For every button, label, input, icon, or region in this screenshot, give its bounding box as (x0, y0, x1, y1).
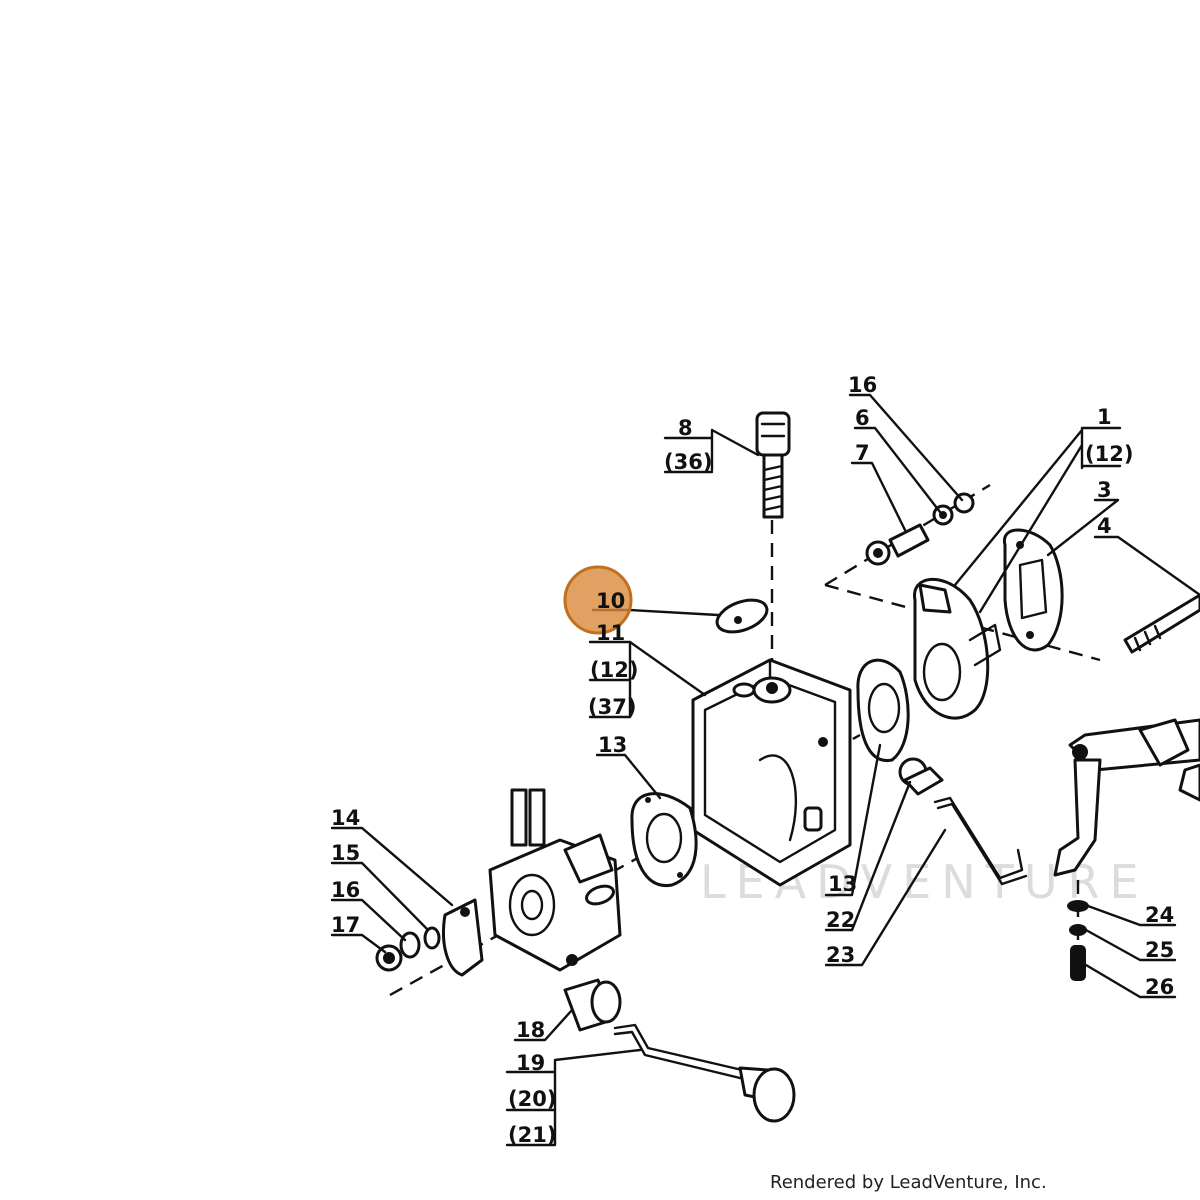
callout-8[interactable]: 8 (678, 416, 693, 440)
choke-rod-part-19[interactable] (613, 1023, 796, 1123)
callout-18[interactable]: 18 (516, 1018, 545, 1042)
callout-4[interactable]: 4 (1097, 514, 1112, 538)
throttle-rod-part-23[interactable] (933, 796, 1028, 886)
callout-6[interactable]: 6 (855, 406, 870, 430)
callout-13-right[interactable]: 13 (828, 872, 857, 896)
callout-11[interactable]: 11 (596, 621, 625, 645)
housing-part-11[interactable] (691, 658, 852, 887)
callout-11-qty-a: (12) (590, 658, 638, 682)
washer-part-10[interactable] (713, 594, 771, 638)
washer-part-15[interactable] (423, 926, 441, 950)
render-credit: Rendered by LeadVenture, Inc. (770, 1172, 1047, 1193)
callout-22[interactable]: 22 (826, 908, 855, 932)
washer-part-24[interactable] (1067, 900, 1089, 912)
manifold-part-1[interactable] (913, 577, 1002, 720)
callout-16-bottom[interactable]: 16 (331, 878, 360, 902)
washer-part-25[interactable] (1069, 924, 1087, 936)
callout-labels: 8 (36) 16 6 7 1 (12) 3 4 10 11 (12) (37)… (331, 373, 1174, 1147)
highlight-marker (563, 565, 633, 635)
lever-part-14[interactable] (442, 898, 484, 977)
callout-11-qty-b: (37) (588, 695, 636, 719)
bolt-part-8[interactable] (755, 411, 791, 519)
stud-part-4[interactable] (1123, 593, 1200, 654)
callout-8-qty: (36) (664, 450, 712, 474)
carburetor-body[interactable] (488, 788, 622, 972)
callout-7[interactable]: 7 (855, 441, 870, 465)
screw-part-26[interactable] (1070, 945, 1086, 981)
throttle-lever-assembly[interactable] (1053, 718, 1200, 877)
callout-10[interactable]: 10 (596, 589, 625, 613)
callout-16-top[interactable]: 16 (848, 373, 877, 397)
cap-part-18[interactable] (563, 978, 622, 1032)
gasket-part-13-right[interactable] (856, 658, 910, 763)
callout-24[interactable]: 24 (1145, 903, 1174, 927)
callout-14[interactable]: 14 (331, 806, 360, 830)
callout-25[interactable]: 25 (1145, 938, 1174, 962)
washer-part-16-bottom[interactable] (399, 931, 421, 959)
gasket-part-3[interactable] (1003, 528, 1064, 652)
callout-26[interactable]: 26 (1145, 975, 1174, 999)
callout-1-qty: (12) (1085, 442, 1133, 466)
callout-13-left[interactable]: 13 (598, 733, 627, 757)
callout-19-qty-a: (20) (508, 1087, 556, 1111)
fitting-part-22[interactable] (898, 757, 944, 796)
callout-19[interactable]: 19 (516, 1051, 545, 1075)
screw-part-7[interactable] (865, 523, 930, 566)
callout-19-qty-b: (21) (508, 1123, 556, 1147)
gasket-part-13-left[interactable] (630, 792, 698, 888)
callout-17[interactable]: 17 (331, 913, 360, 937)
callout-3[interactable]: 3 (1097, 478, 1112, 502)
callout-23[interactable]: 23 (826, 943, 855, 967)
callout-15[interactable]: 15 (331, 841, 360, 865)
callout-1[interactable]: 1 (1097, 405, 1112, 429)
